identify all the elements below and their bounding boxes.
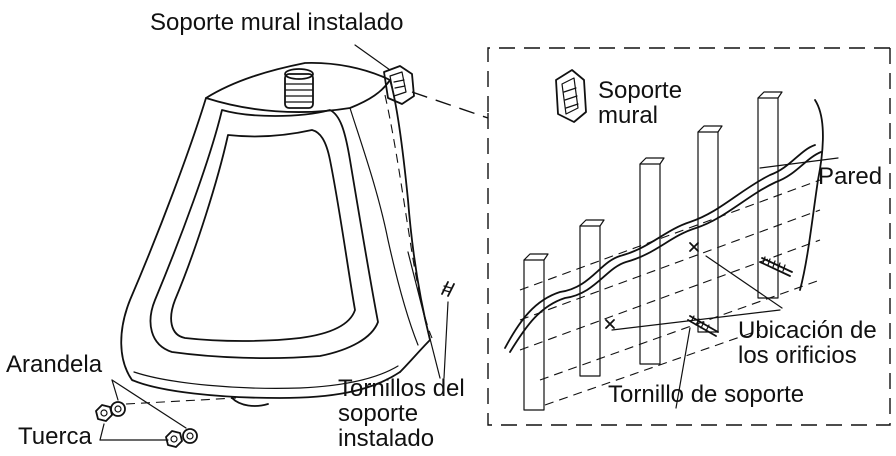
bolt-icon bbox=[759, 256, 793, 277]
leader-bracket-installed bbox=[354, 44, 391, 71]
stud-wall-illustration bbox=[504, 91, 824, 411]
leader-installed-bolt-2 bbox=[443, 301, 449, 379]
bolt-path bbox=[125, 397, 237, 405]
label-tornillo-soporte: Tornillo de soporte bbox=[608, 381, 805, 408]
label-pared: Pared bbox=[818, 163, 883, 190]
washer-icon bbox=[110, 401, 198, 444]
label-tuerca: Tuerca bbox=[18, 423, 92, 450]
nut-icon bbox=[95, 404, 183, 448]
leader-stud-bolt bbox=[675, 327, 691, 409]
label-arandela: Arandela bbox=[6, 351, 103, 378]
wall-bracket-icon bbox=[555, 69, 587, 123]
label-soporte-mural: Soporte mural bbox=[598, 77, 683, 130]
leader-pared bbox=[759, 157, 839, 169]
installed-bracket-icon bbox=[383, 65, 415, 105]
detail-frame bbox=[487, 47, 891, 426]
urinal-illustration bbox=[120, 62, 433, 407]
label-tornillos-instalado: Tornillos del soporte instalado bbox=[338, 375, 465, 453]
installed-bolt-icon bbox=[441, 281, 455, 297]
label-leaders bbox=[99, 379, 187, 441]
leader-installed-bolt-1 bbox=[407, 251, 441, 379]
label-soporte-mural-instalado: Soporte mural instalado bbox=[150, 9, 404, 36]
label-ubicacion: Ubicación de los orificios bbox=[738, 317, 877, 370]
callout-line-bracket bbox=[411, 91, 489, 119]
leader-hole-2 bbox=[705, 255, 783, 309]
bolt-icon-2 bbox=[687, 315, 719, 337]
